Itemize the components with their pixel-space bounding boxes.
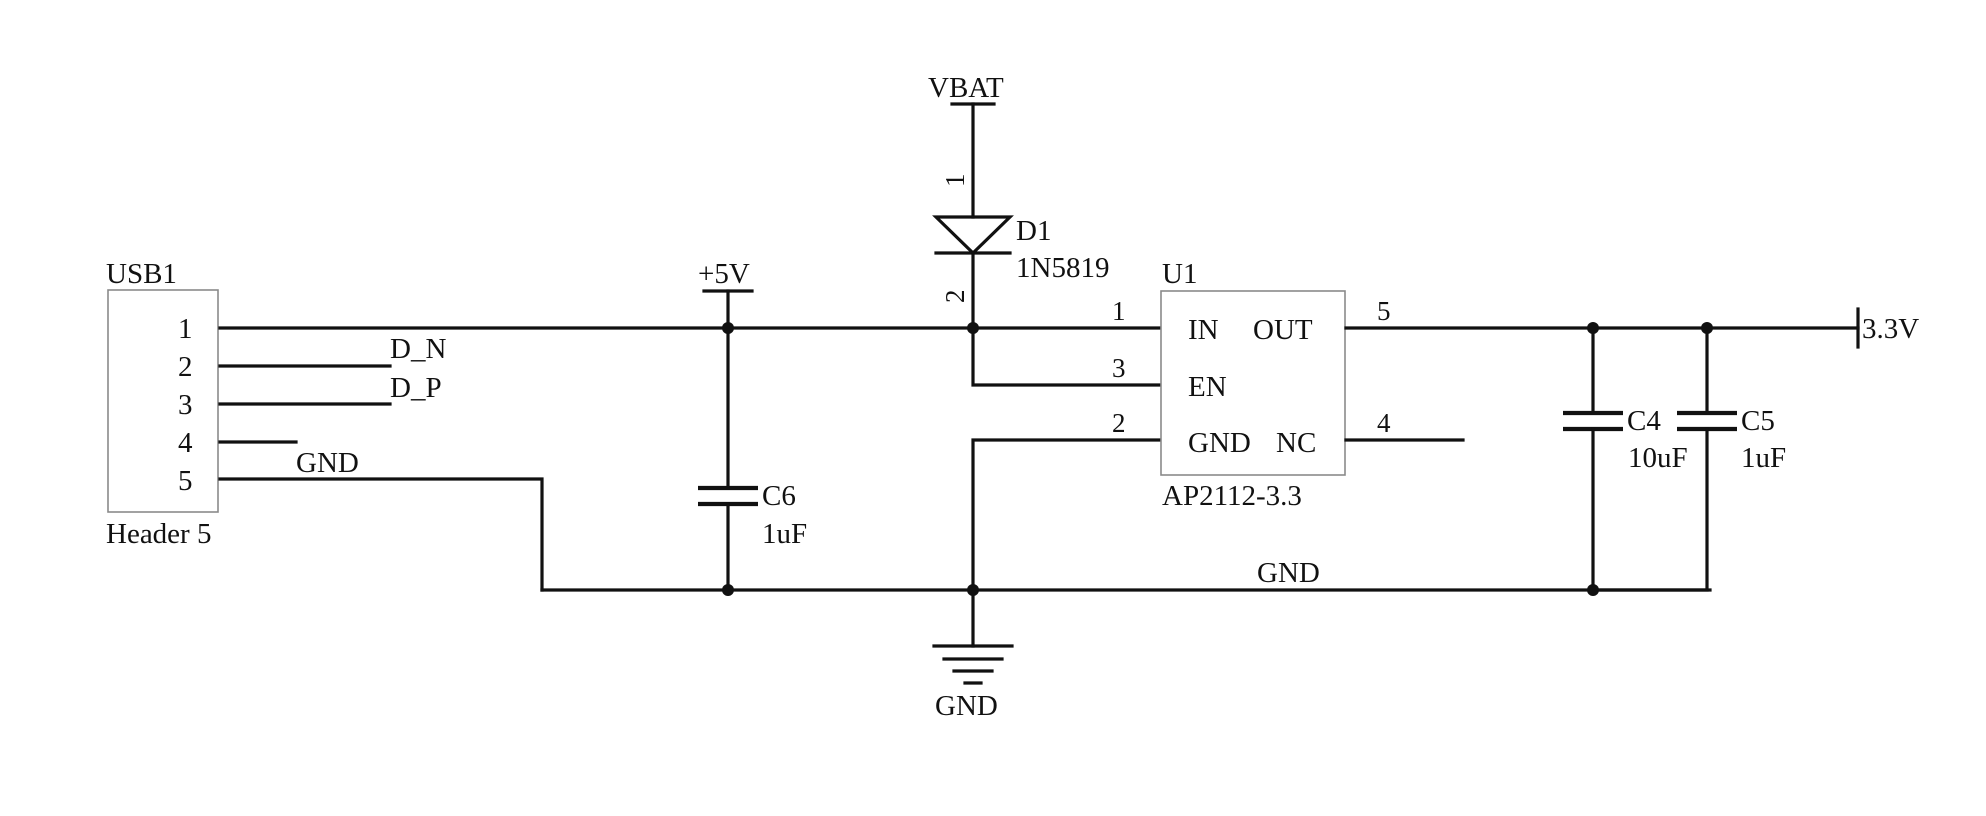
ground-icon — [932, 644, 1014, 685]
u1-pinnum-nc: 4 — [1377, 408, 1391, 438]
junction-c6-gnd — [722, 584, 734, 596]
u1-pin-in: IN — [1188, 314, 1219, 346]
wire-usb-gnd — [218, 477, 544, 592]
net-label-gnd-bus: GND — [1257, 557, 1320, 589]
u1-ref: U1 — [1162, 258, 1197, 290]
net-label-d-n: D_N — [390, 333, 446, 365]
d1-triangle — [932, 215, 1014, 256]
usb-pin-5: 5 — [178, 465, 193, 497]
usb-ref: USB1 — [106, 258, 177, 290]
c6-value: 1uF — [762, 518, 807, 550]
d1-pin-2: 2 — [940, 290, 970, 304]
u1-body — [1160, 290, 1346, 476]
u1-pinnum-en: 3 — [1112, 353, 1126, 383]
u1-pinnum-gnd: 2 — [1112, 408, 1126, 438]
junction-5v — [722, 322, 734, 334]
usb-pin-4: 4 — [178, 427, 193, 459]
junction-c4-top — [1587, 322, 1599, 334]
c4-value: 10uF — [1628, 442, 1688, 474]
u1-pin-gnd: GND — [1188, 427, 1251, 459]
usb-type: Header 5 — [106, 518, 211, 550]
u1-pinnum-in: 1 — [1112, 296, 1126, 326]
u1-pin-out: OUT — [1253, 314, 1313, 346]
usb-pin-1: 1 — [178, 313, 193, 345]
u1-pin-en: EN — [1188, 371, 1227, 403]
usb-pin-2: 2 — [178, 351, 193, 383]
d1-value: 1N5819 — [1016, 252, 1109, 284]
usb-header-body — [107, 289, 219, 513]
junction-gnd — [967, 584, 979, 596]
c6-ref: C6 — [762, 480, 796, 512]
u1-part: AP2112-3.3 — [1162, 480, 1302, 512]
u1-pinnum-out: 5 — [1377, 296, 1391, 326]
junction-c4-gnd — [1587, 584, 1599, 596]
plus5v-label: +5V — [698, 258, 750, 290]
net-label-d-p: D_P — [390, 372, 442, 404]
wire-en — [971, 326, 1162, 387]
junction-diode — [967, 322, 979, 334]
c5-lead-bottom — [1591, 427, 1709, 592]
u1-pin-nc: NC — [1276, 427, 1316, 459]
wire-u1-gnd — [971, 438, 1162, 648]
vbat-label: VBAT — [928, 72, 1004, 104]
d1-pin-1: 1 — [940, 174, 970, 188]
junction-c5-top — [1701, 322, 1713, 334]
net-label-usb-gnd: GND — [296, 447, 359, 479]
c5-value: 1uF — [1741, 442, 1786, 474]
ground-label: GND — [935, 690, 998, 722]
c5-ref: C5 — [1741, 405, 1775, 437]
d1-ref: D1 — [1016, 215, 1051, 247]
usb-pin-3: 3 — [178, 389, 193, 421]
c4-ref: C4 — [1627, 405, 1661, 437]
out-port-label: 3.3V — [1862, 313, 1919, 345]
